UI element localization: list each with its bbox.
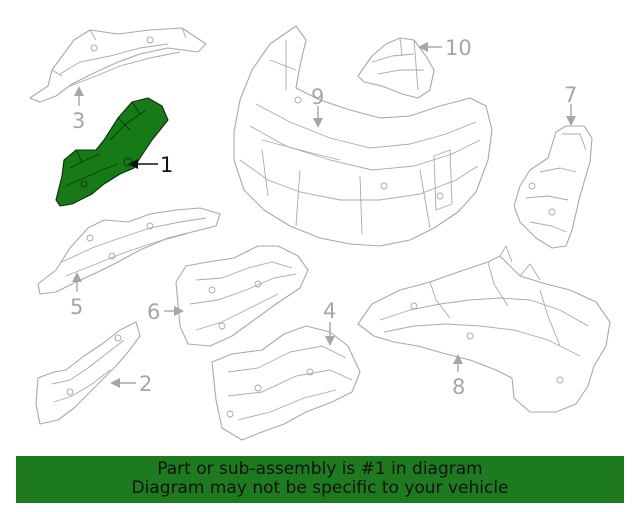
- part-3-bracket: [29, 27, 207, 103]
- callout-2-arrow: [110, 378, 120, 388]
- callout-4-arrow: [325, 336, 335, 346]
- part-6-bracket: [175, 245, 309, 347]
- callout-8-arrow: [453, 354, 463, 364]
- callout-7: 7: [564, 83, 577, 107]
- banner-line-disclaimer: Diagram may not be specific to your vehi…: [131, 478, 509, 498]
- info-banner: Part or sub-assembly is #1 in diagram Di…: [16, 456, 624, 503]
- callout-2: 2: [139, 372, 152, 396]
- callout-6: 6: [147, 300, 160, 324]
- callout-10: 10: [445, 36, 472, 60]
- callout-5-arrow: [72, 272, 82, 282]
- callout-9: 9: [311, 85, 324, 109]
- part-9-frame: [233, 25, 493, 247]
- callout-7-arrow: [566, 116, 576, 126]
- part-4-bracket: [211, 325, 361, 441]
- callout-1-arrow: [128, 159, 138, 169]
- callout-1: 1: [160, 153, 173, 177]
- part-8-panel: [357, 244, 611, 413]
- callout-3-arrow: [74, 86, 84, 96]
- parts-diagram: 1 2 3 4 5 6 7 8 9 10: [29, 25, 611, 441]
- callout-10-arrow: [418, 42, 428, 52]
- callout-3: 3: [72, 109, 85, 133]
- part-10-bracket: [357, 37, 435, 99]
- callout-4: 4: [323, 299, 336, 323]
- part-2-bracket: [35, 321, 141, 425]
- part-5-bracket: [37, 207, 221, 295]
- callout-8: 8: [452, 375, 465, 399]
- banner-line-part-note: Part or sub-assembly is #1 in diagram: [157, 459, 483, 479]
- callout-5: 5: [70, 295, 83, 319]
- part-7-bracket: [513, 125, 593, 249]
- callout-9-arrow: [313, 118, 323, 128]
- callout-6-arrow: [174, 306, 184, 316]
